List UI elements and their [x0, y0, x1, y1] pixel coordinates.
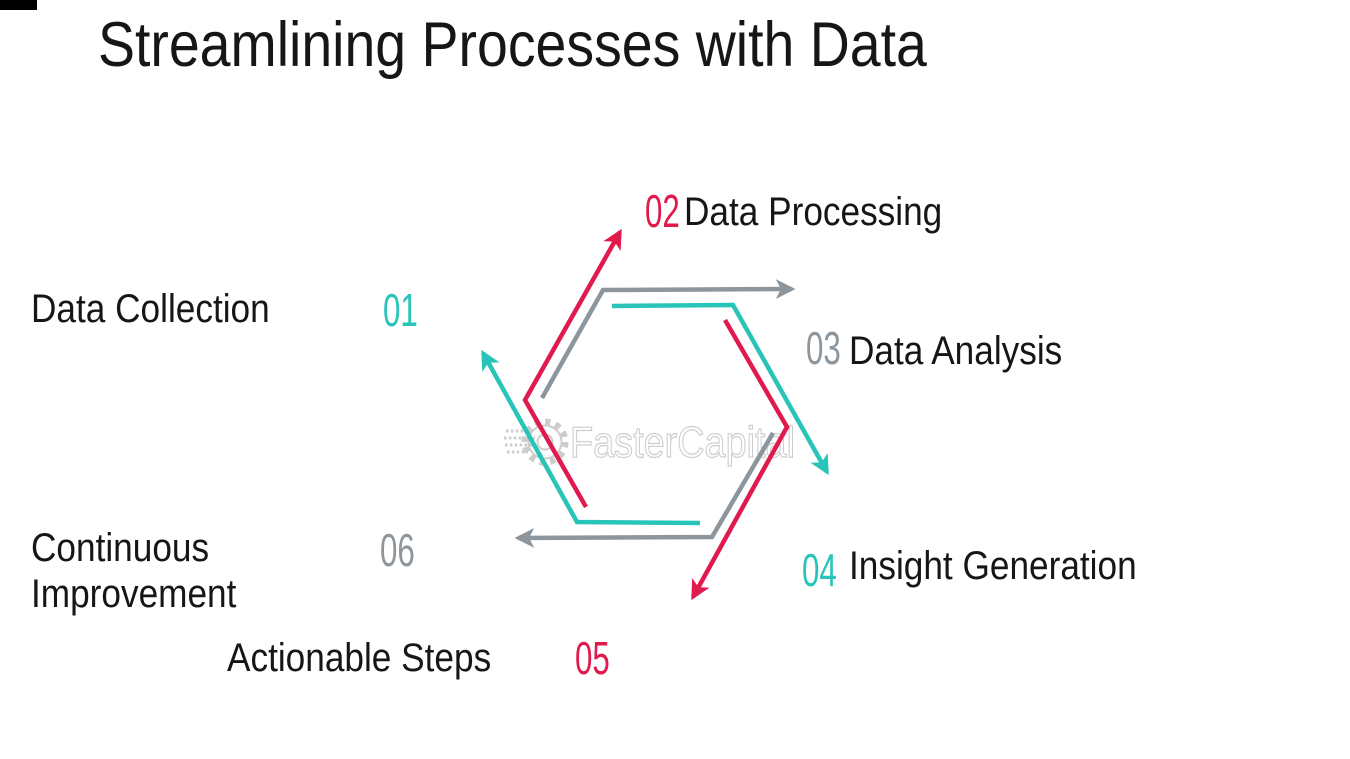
corner-artifact	[0, 0, 37, 10]
step-label-insight-generation: Insight Generation	[849, 544, 1137, 588]
step-number-05: 05	[575, 632, 610, 684]
step-label-data-collection: Data Collection	[31, 287, 270, 331]
watermark-brand-text: FasterCapital	[570, 418, 795, 467]
arrow-step-01	[481, 349, 701, 526]
arrow-step-05	[691, 318, 790, 601]
step-number-03: 03	[806, 322, 841, 374]
step-label-data-processing: Data Processing	[684, 190, 943, 234]
step-number-04: 04	[802, 544, 837, 596]
step-label-continuous-improvement: Continuous Improvement	[31, 526, 237, 616]
page-title: Streamlining Processes with Data	[98, 10, 927, 80]
step-number-02: 02	[645, 185, 680, 237]
step-label-actionable-steps: Actionable Steps	[227, 636, 492, 680]
arrow-step-06	[514, 431, 775, 548]
arrow-step-03	[540, 279, 796, 400]
arrow-step-04	[611, 302, 829, 476]
step-number-01: 01	[383, 284, 418, 336]
cycle-arrows	[481, 228, 829, 601]
step-number-06: 06	[380, 524, 415, 576]
arrow-step-02	[522, 228, 622, 509]
step-label-data-analysis: Data Analysis	[849, 329, 1063, 373]
